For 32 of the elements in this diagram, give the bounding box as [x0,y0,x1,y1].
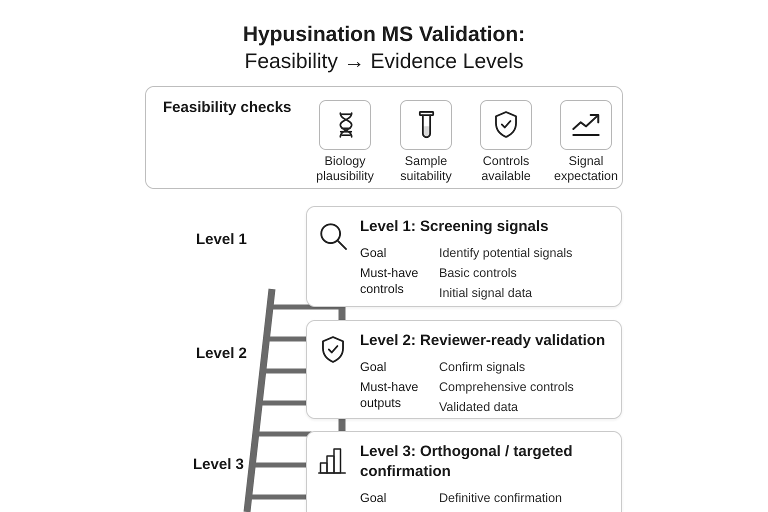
level-label: Level 1 [196,230,247,250]
level-card [306,320,622,419]
field-label: Goal [360,490,386,507]
field-label: Must-have controls [360,265,420,297]
field-value: Confirm signals [439,359,526,376]
check-caption: Sample suitability [399,154,453,184]
check-caption: Biology plausibility [315,154,375,184]
field-value: Definitive confirmation [439,490,562,507]
card-title: Level 2: Reviewer-ready validation [360,331,606,351]
card-title: Level 3: Orthogonal / targeted confirmation [360,442,574,482]
check-tile [480,100,532,150]
panel-heading: Feasibility checks [163,98,292,118]
field-label: Goal [360,359,386,376]
field-value: Initial signal data [439,285,532,302]
level-label: Level 3 [193,455,244,475]
card-title: Level 1: Screening signals [360,217,550,237]
level-label: Level 2 [196,344,247,364]
field-label: Must-have outputs [360,379,420,411]
check-caption: Controls available [480,154,532,184]
level-card [306,431,622,512]
field-value: Identify potential signals [439,245,572,262]
field-value: Validated data [439,399,518,416]
field-label: Goal [360,245,386,262]
check-tile [400,100,452,150]
field-value: Basic controls [439,265,517,282]
level-card [306,206,622,307]
check-caption: Signal expectation [553,154,619,184]
check-tile [319,100,371,150]
check-tile [560,100,612,150]
feasibility-panel [145,86,623,189]
field-value: Comprehensive controls [439,379,574,396]
diagram-title: Hypusination MS Validation: Feasibility → Evidence Levels [242,22,526,75]
